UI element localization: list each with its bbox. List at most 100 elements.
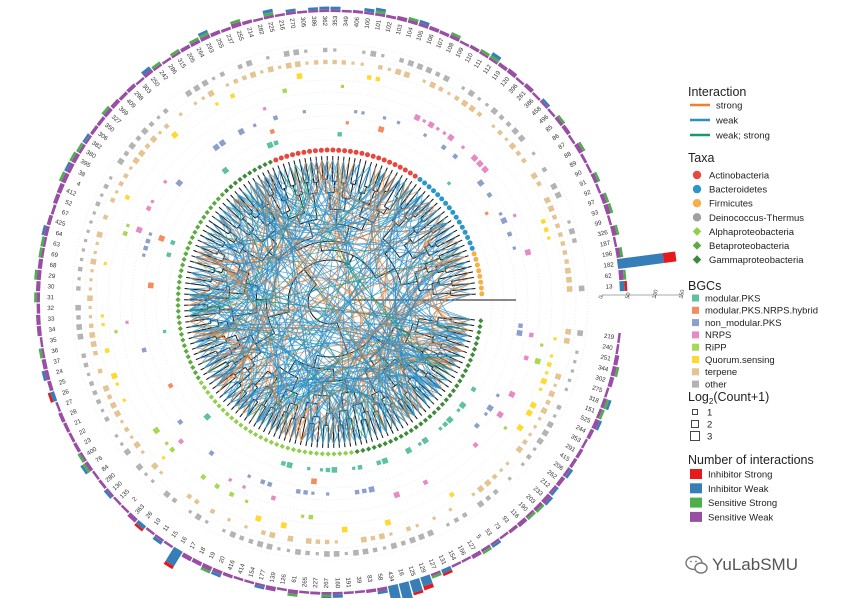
ring-guide <box>119 91 541 513</box>
tip-label: 63 <box>52 240 61 248</box>
count-bar <box>43 369 51 381</box>
bgc-square <box>148 120 155 128</box>
interaction-link <box>188 309 471 320</box>
bgc-square <box>286 461 293 469</box>
bgc-square <box>326 492 330 496</box>
bgc-square <box>122 172 129 179</box>
tip-label: 112 <box>482 63 494 76</box>
tip-label: 120 <box>499 75 511 88</box>
bgc-square <box>378 532 386 540</box>
tip-label: 353 <box>569 433 582 444</box>
bgc-square <box>551 214 558 221</box>
bgc-square <box>158 470 164 475</box>
bgc-square <box>88 305 92 310</box>
bgc-square <box>568 227 576 235</box>
count-bar <box>352 9 364 14</box>
bgc-square <box>341 526 348 533</box>
interaction-link <box>336 160 351 443</box>
legend-bgc-label: non_modular.PKS <box>705 318 782 329</box>
tip-label: 382 <box>90 140 103 152</box>
legend-bgc-label: NRPS <box>705 330 731 341</box>
bgc-square <box>380 53 385 58</box>
bgc-square <box>193 101 198 106</box>
bgc-square <box>124 194 131 201</box>
bgc-square <box>214 101 220 107</box>
bgc-square <box>75 304 81 311</box>
bgc-square <box>515 445 524 454</box>
bgc-square <box>305 537 312 545</box>
tip-label: 129 <box>417 562 427 575</box>
bgc-square <box>354 489 360 495</box>
tip-label: 69 <box>50 251 59 259</box>
tip-point <box>343 450 349 456</box>
bgc-square <box>426 529 435 537</box>
bgc-square <box>89 331 96 339</box>
count-bar <box>619 281 625 292</box>
count-bar <box>35 281 41 292</box>
tip-point <box>175 297 181 303</box>
bgc-square <box>554 191 562 199</box>
bgc-square <box>376 459 382 466</box>
tip-point <box>183 251 189 257</box>
bgc-square <box>382 546 387 550</box>
tip-point <box>198 380 204 386</box>
count-bar <box>407 19 419 26</box>
bgc-square <box>76 323 83 331</box>
bgc-square <box>229 530 237 539</box>
bgc-square <box>476 500 485 508</box>
legend-size-swatch <box>690 431 700 441</box>
bgc-square <box>534 357 542 365</box>
tip-label: 190 <box>517 501 530 514</box>
count-bar <box>488 57 499 65</box>
bgc-square <box>245 59 253 67</box>
tree-branch <box>184 282 211 292</box>
bgc-square <box>252 123 257 128</box>
tip-label: 400 <box>86 446 99 458</box>
interaction-link <box>215 217 416 417</box>
tip-point <box>465 235 471 240</box>
tip-label: 154 <box>247 566 257 578</box>
tip-point <box>279 443 285 449</box>
bgc-square <box>544 370 549 375</box>
bgc-square <box>229 92 236 99</box>
bgc-square <box>315 539 321 545</box>
interaction-link <box>299 163 432 402</box>
bgc-square <box>100 314 105 318</box>
bgc-square <box>147 282 154 289</box>
interaction-link <box>198 246 276 431</box>
tip-point <box>181 256 187 262</box>
tip-point <box>479 291 485 297</box>
count-bar <box>285 11 297 16</box>
tip-point <box>381 157 387 163</box>
bgc-square <box>370 50 377 58</box>
bgc-square <box>161 455 166 461</box>
count-bar <box>409 578 423 594</box>
count-bar <box>376 586 388 592</box>
count-bar <box>61 172 70 184</box>
tip-point <box>243 425 249 432</box>
count-bar <box>91 470 100 481</box>
tip-point <box>257 164 263 170</box>
count-bar <box>90 125 99 136</box>
count-bar <box>39 337 44 348</box>
count-bar <box>120 504 130 514</box>
bgc-square <box>484 211 489 216</box>
tip-point <box>376 155 382 161</box>
bgc-square <box>446 133 455 142</box>
interaction-link <box>342 163 361 444</box>
count-bar <box>69 151 77 162</box>
tip-label: 264 <box>195 46 206 59</box>
tip-point <box>477 323 483 330</box>
interaction-link <box>229 175 396 404</box>
count-bar <box>36 269 42 281</box>
count-bar <box>615 247 621 259</box>
count-bar <box>330 6 341 10</box>
count-bar <box>606 215 613 226</box>
bgc-square <box>296 72 303 80</box>
count-bar <box>619 247 624 258</box>
bgc-square <box>498 114 505 121</box>
bgc-square <box>368 486 375 493</box>
bgc-square <box>490 107 499 115</box>
legend-count-swatch <box>690 469 702 479</box>
interaction-link <box>306 246 461 443</box>
